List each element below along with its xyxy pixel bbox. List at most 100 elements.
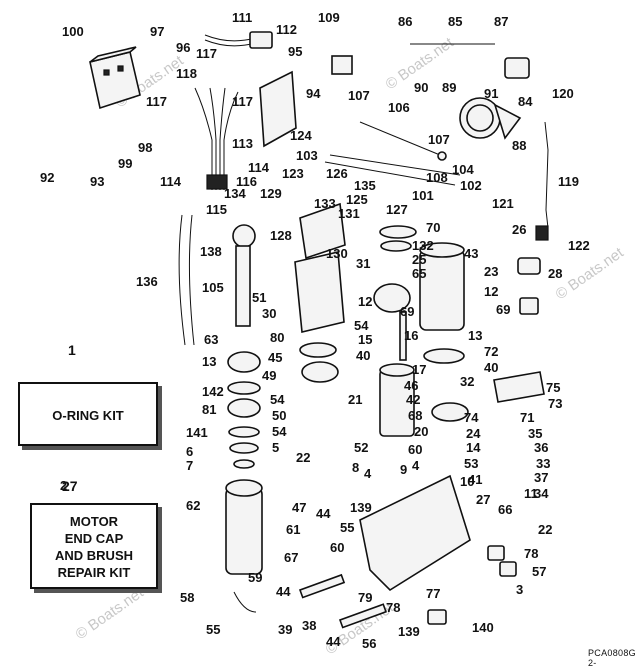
callout-number: 20 [414, 424, 428, 439]
callout-number: 109 [318, 10, 340, 25]
callout-number: 44 [316, 506, 331, 521]
fitting-part [519, 297, 539, 315]
callout-group: 100 97 96 117 118 117 117 111 112 95 109… [40, 10, 590, 651]
callout-number: 52 [354, 440, 368, 455]
callout-number: 12 [358, 294, 372, 309]
motor-lead-part [188, 214, 195, 346]
oring-kit-box: O-RING KIT [18, 382, 158, 446]
clip-part [427, 609, 447, 625]
o-ring-part [229, 442, 259, 454]
mount-plate-part [299, 202, 346, 260]
callout-number: 96 [176, 40, 190, 55]
callout-number: 88 [512, 138, 526, 153]
callout-number: 111 [232, 10, 252, 25]
callout-number: 74 [464, 410, 479, 425]
callout-number: 121 [492, 196, 514, 211]
callout-number: 81 [202, 402, 216, 417]
callout-number: 132 [412, 238, 434, 253]
oring-kit-number: 1 [68, 342, 76, 358]
callout-number: 47 [292, 500, 306, 515]
callout-number: 5 [272, 440, 279, 455]
harness-plug-part [204, 31, 273, 49]
callout-number: 60 [330, 540, 344, 555]
o-ring-part [423, 348, 465, 364]
hose-part [233, 591, 257, 613]
callout-number: 103 [296, 148, 318, 163]
callout-number: 9 [400, 462, 407, 477]
callout-number: 73 [548, 396, 562, 411]
callout-number: 54 [272, 424, 287, 439]
callout-number: 2 [60, 478, 67, 493]
callout-number: 43 [464, 246, 478, 261]
callout-number: 33 [536, 456, 550, 471]
callout-number: 71 [520, 410, 534, 425]
callout-number: 10 [460, 474, 474, 489]
callout-number: 46 [404, 378, 418, 393]
battery-cable-part [329, 154, 461, 176]
callout-number: 105 [202, 280, 224, 295]
callout-number: 22 [538, 522, 552, 537]
o-ring-part [227, 381, 261, 395]
callout-number: 75 [546, 380, 560, 395]
callout-number: 4 [412, 458, 420, 473]
callout-number: 70 [426, 220, 440, 235]
callout-number: 123 [282, 166, 304, 181]
callout-number: 115 [206, 202, 227, 217]
callout-number: 58 [180, 590, 194, 605]
callout-number: 59 [248, 570, 262, 585]
callout-number: 141 [186, 425, 208, 440]
relay-box-part [89, 46, 141, 110]
callout-number: 67 [284, 550, 298, 565]
callout-number: 89 [442, 80, 456, 95]
callout-number: 57 [532, 564, 546, 579]
motor-kit-number: 27 [62, 478, 78, 494]
trim-gauge-part [459, 97, 522, 140]
callout-number: 118 [176, 66, 197, 81]
fitting-part [499, 561, 517, 577]
callout-number: 22 [296, 450, 310, 465]
callout-number: 119 [558, 174, 579, 189]
callout-number: 139 [398, 624, 420, 639]
callout-number: 55 [206, 622, 220, 637]
callout-number: 113 [232, 136, 253, 151]
callout-number: 50 [272, 408, 286, 423]
fitting-part [487, 545, 505, 561]
callout-number: 87 [494, 14, 508, 29]
callout-number: 56 [362, 636, 376, 651]
callout-number: 69 [400, 304, 414, 319]
callout-number: 24 [466, 426, 481, 441]
callout-number: 117 [146, 94, 167, 109]
callout-number: 127 [386, 202, 408, 217]
callout-number: 94 [306, 86, 321, 101]
ground-cable-part [359, 121, 441, 156]
callout-number: 53 [464, 456, 478, 471]
callout-number: 124 [290, 128, 312, 143]
callout-number: 108 [426, 170, 448, 185]
callout-number: 62 [186, 498, 200, 513]
callout-number: 26 [512, 222, 526, 237]
connector-part [535, 225, 549, 241]
callout-number: 91 [484, 86, 498, 101]
cap-part [301, 361, 339, 383]
callout-number: 3 [516, 582, 523, 597]
callout-number: 116 [236, 174, 257, 189]
o-ring-part [380, 240, 412, 252]
callout-number: 39 [278, 622, 292, 637]
callout-number: 142 [202, 384, 224, 399]
callout-number: 107 [428, 132, 450, 147]
callout-number: 36 [534, 440, 548, 455]
callout-number: 6 [186, 444, 193, 459]
callout-number: 41 [468, 472, 482, 487]
callout-number: 32 [460, 374, 474, 389]
lead-wire-part [544, 121, 549, 229]
callout-number: 13 [202, 354, 216, 369]
callout-number: 17 [412, 362, 426, 377]
washer-part [233, 459, 255, 469]
callout-number: 28 [548, 266, 562, 281]
callout-number: 85 [448, 14, 462, 29]
trim-rod-part [232, 224, 256, 327]
callout-number: 66 [498, 502, 512, 517]
callout-number: 51 [252, 290, 266, 305]
callout-number: 78 [524, 546, 538, 561]
callout-number: 92 [40, 170, 54, 185]
